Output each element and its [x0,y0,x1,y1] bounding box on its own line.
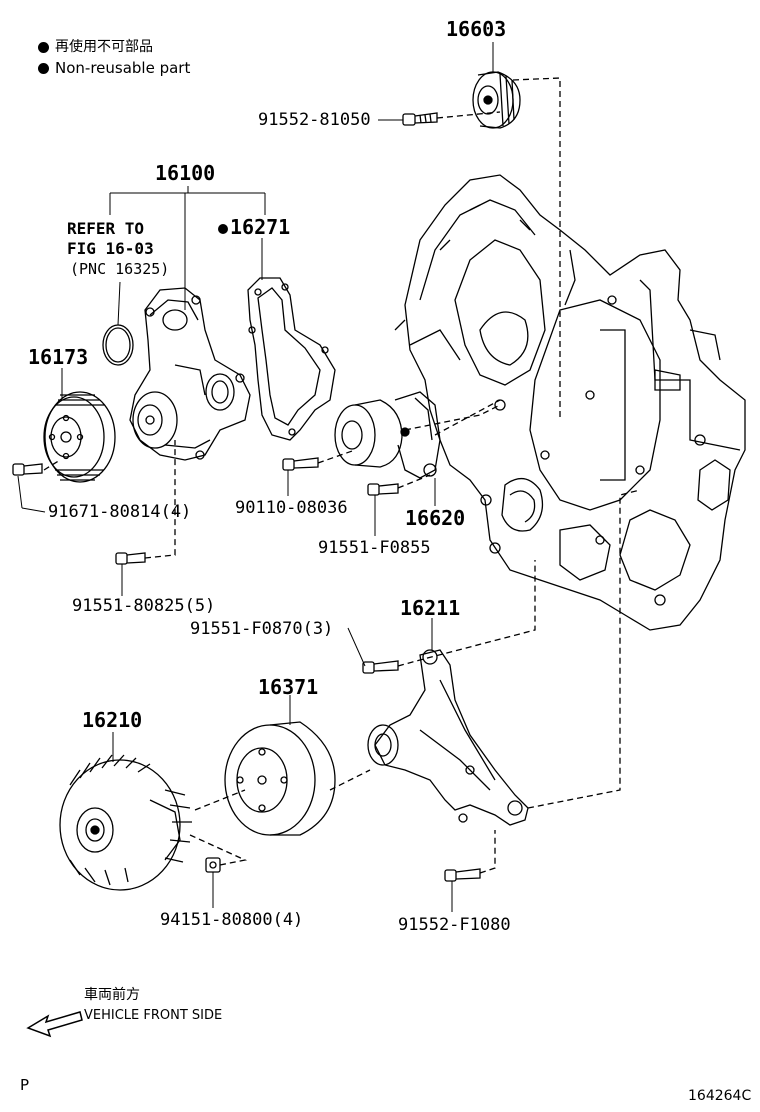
assembly-lines [43,77,641,874]
timing-cover-drawing [394,174,746,631]
part-91552-81050[interactable]: 91552-81050 [258,110,371,130]
legend-line-en: Non-reusable part [38,61,190,76]
part-16211[interactable]: 16211 [400,596,461,620]
bolt-91551-F0870 [362,660,399,674]
o-ring [102,324,134,366]
refer-line-2: FIG 16-03 [67,239,154,258]
legend-line-jp: 再使用不可部品 [38,40,153,54]
tensioner-16620 [334,391,441,479]
leader-lines [17,42,494,912]
part-91551-F0870[interactable]: 91551-F0870(3) [190,619,334,639]
part-91551-F0855[interactable]: 91551-F0855 [318,538,431,558]
part-91552-F1080[interactable]: 91552-F1080 [398,915,511,935]
nut-94151-80800 [205,857,221,873]
bullet-icon [38,63,49,74]
bolt-91552-81050 [402,112,438,126]
fan-clutch-16210 [59,754,192,891]
bolt-91551-80825 [115,552,146,565]
bolt-91551-F0855 [367,483,399,496]
gasket-16271 [247,277,336,441]
bolt-91671-80814 [12,463,43,476]
idler-pulley-16603 [472,71,521,129]
part-90110-08036[interactable]: 90110-08036 [235,498,348,518]
direction-en: VEHICLE FRONT SIDE [84,1008,223,1023]
bolt-90110-08036 [282,457,319,471]
part-16371[interactable]: 16371 [258,675,319,699]
bullet-icon [38,41,49,53]
part-16173[interactable]: 16173 [28,345,89,369]
front-arrow-icon [26,1011,83,1038]
pulley-16173 [43,391,116,483]
part-91671-80814[interactable]: 91671-80814(4) [48,502,192,522]
water-pump-16100 [129,287,251,461]
refer-line-3: (PNC 16325) [70,260,170,278]
part-94151-80800[interactable]: 94151-80800(4) [160,910,304,930]
pulley-16371 [224,721,336,836]
refer-line-1: REFER TO [67,219,145,238]
part-16271[interactable]: 16271 [218,217,290,237]
part-16210[interactable]: 16210 [82,708,143,732]
part-16603[interactable]: 16603 [446,17,507,41]
part-16620[interactable]: 16620 [405,506,466,530]
bolt-91552-F1080 [444,868,481,882]
figure-code: 164264C [688,1088,752,1104]
corner-p: P [20,1076,30,1094]
part-16100[interactable]: 16100 [155,161,216,185]
part-91551-80825[interactable]: 91551-80825(5) [72,596,216,616]
non-reusable-mark-icon [218,223,228,234]
direction-jp: 車両前方 [84,987,140,1003]
bracket-16211 [367,649,529,826]
